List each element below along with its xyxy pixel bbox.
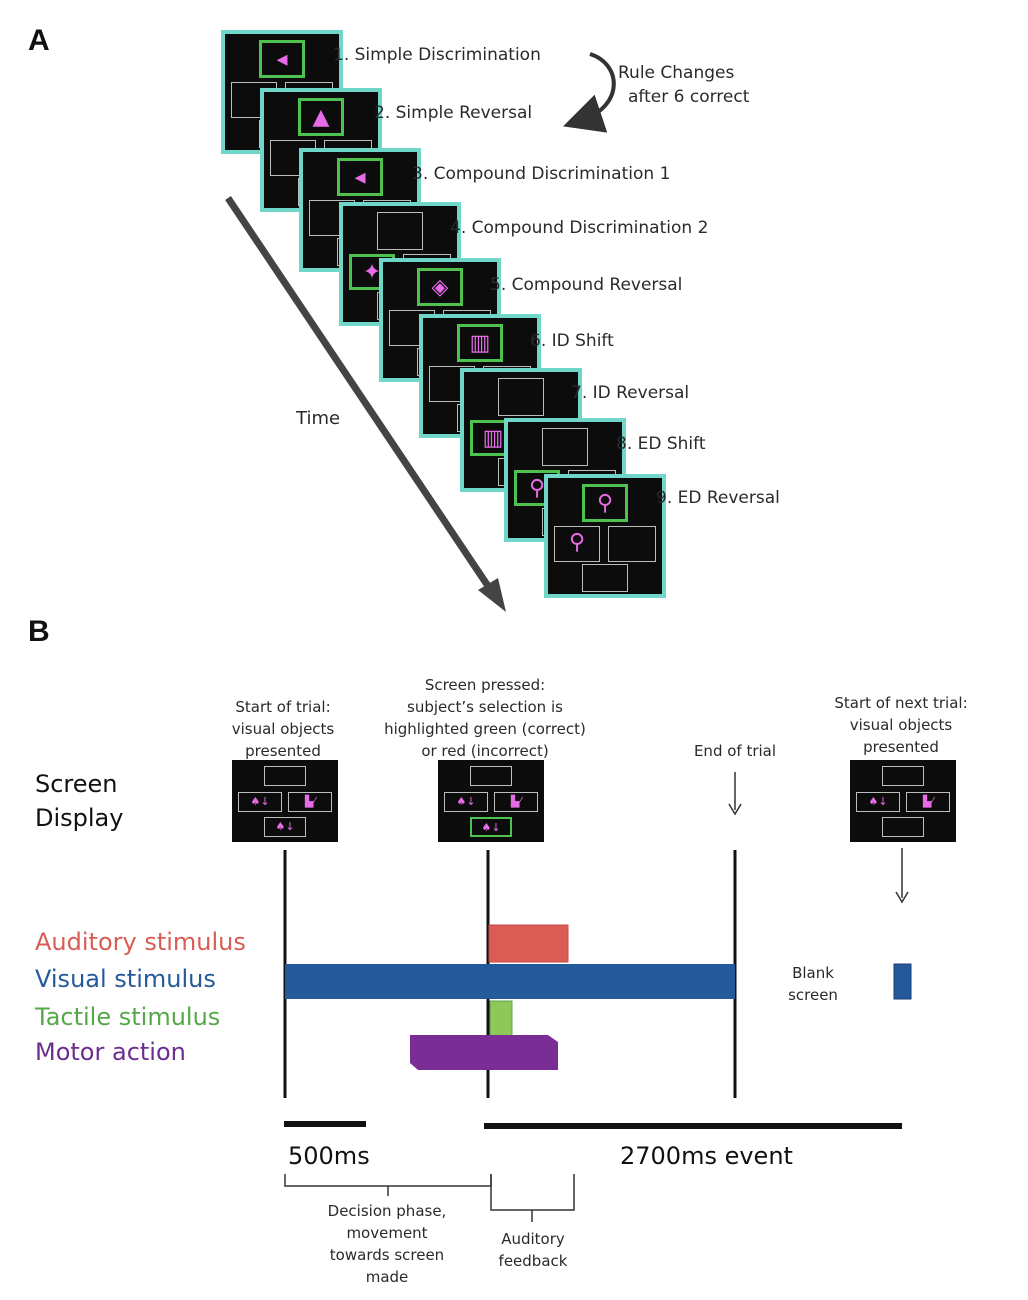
blank-screen-line2: screen [788,986,838,1004]
magenta-shape-icon: ◂ [354,165,366,190]
decision-bracket [284,1174,492,1187]
magenta-shape-icon: ⚲ [596,491,614,516]
start-trial-line1: Start of trial: [235,698,331,716]
blank-visual-bar [893,963,912,1000]
mini-cell-top [470,766,512,786]
mini-cell-bottom: ♠↓ [264,817,306,837]
curved-arrow-icon [563,52,616,133]
mini-cell-right: ▙⁄ [906,792,950,812]
screen-display-line2: Display [35,804,124,832]
rule-change-line1: Rule Changes [618,63,735,83]
auditory-label: Auditory stimulus [35,928,246,956]
time-label: Time [296,408,341,429]
mini-cell-bottom [882,817,924,837]
stage-label-2: 2. Simple Reversal [374,103,533,123]
panel-a-label: A [28,24,50,57]
scale-500-label: 500ms [288,1142,370,1170]
decision-phase-caption: Decision phase, movement towards screen … [312,1200,462,1288]
magenta-shape-icon: ⚲ [528,476,546,501]
decision-line4: made [365,1268,409,1286]
visual-label: Visual stimulus [35,965,216,993]
magenta-shape-icon: ✦ [362,260,382,285]
screen-pressed-caption: Screen pressed: subject’s selection is h… [372,674,598,762]
mini-screen-start: ♠↓ ▙⁄ ♠↓ [232,760,338,842]
feedback-line2: feedback [498,1252,568,1270]
screen-pressed-line1: Screen pressed: [424,676,546,694]
next-trial-line1: Start of next trial: [834,694,968,712]
stage-label-7: 7. ID Reversal [571,383,690,403]
stage-8-cell-top [542,428,588,466]
stage-3-cell-top: ◂ [337,158,383,196]
stage-label-8: 8. ED Shift [616,434,706,454]
screen-pressed-line2: subject’s selection is [407,698,563,716]
visual-bar [285,964,735,999]
mini-cell-top [882,766,924,786]
mini-screen-next: ♠↓ ▙⁄ [850,760,956,842]
mini-cell-right: ▙⁄ [494,792,538,812]
mini-screen-pressed: ♠↓ ▙⁄ ♠↓ [438,760,544,842]
stage-label-5: 5. Compound Reversal [490,275,683,295]
tactile-bar [489,1000,513,1038]
auditory-feedback-caption: Auditory feedback [486,1228,580,1272]
stage-1-cell-top: ◂ [259,40,305,78]
stage-9-cell-bottom [582,564,628,592]
time-arrow-icon [225,196,506,612]
panel-b-label: B [28,615,50,648]
decision-line3: towards screen [329,1246,445,1264]
magenta-shape-icon: ◈ [431,275,449,300]
rule-change-line2: after 6 correct [628,87,750,107]
magenta-shape-icon: ▲ [312,105,330,130]
start-trial-caption: Start of trial: visual objects presented [218,696,348,762]
stage-6-cell-top: ▥ [457,324,503,362]
stage-label-3: 3. Compound Discrimination 1 [412,164,671,184]
stage-label-9: 9. ED Reversal [656,488,780,508]
stage-label-4: 4. Compound Discrimination 2 [450,218,709,238]
motor-label: Motor action [35,1038,186,1066]
stage-2-cell-top: ▲ [298,98,344,136]
screen-pressed-line3: highlighted green (correct) [384,720,586,738]
decision-line1: Decision phase, [327,1202,447,1220]
tactile-label: Tactile stimulus [35,1003,221,1031]
feedback-bracket [490,1174,575,1211]
stage-9-cell-right [608,526,656,562]
stage-7-cell-top [498,378,544,416]
start-trial-line2: visual objects [231,720,335,738]
end-trial-caption: End of trial [693,742,777,760]
feedback-line1: Auditory [501,1230,565,1248]
stage-label-6: 6. ID Shift [530,331,614,351]
decision-line2: movement [346,1224,428,1242]
mini-cell-left: ♠↓ [856,792,900,812]
mini-cell-left: ♠↓ [444,792,488,812]
stage-4-cell-top [377,212,423,250]
blank-screen-caption: Blank screen [776,962,850,1006]
stage-label-1: 1. Simple Discrimination [333,45,541,65]
magenta-shape-icon: ▥ [482,426,504,451]
stage-9-cell-top: ⚲ [582,484,628,522]
scale-2700-label: 2700ms event [620,1142,793,1170]
mini-cell-left: ♠↓ [238,792,282,812]
mini-cell-top [264,766,306,786]
magenta-shape-icon: ⚲ [568,530,586,555]
magenta-shape-icon: ▥ [469,331,491,356]
auditory-bar [488,924,569,963]
stage-5-cell-top: ◈ [417,268,463,306]
stage-screen-9: ⚲⚲ [544,474,666,598]
mini-cell-selected: ♠↓ [470,817,512,837]
screen-pressed-line4: or red (incorrect) [421,742,549,760]
next-trial-line2: visual objects [849,716,953,734]
mini-cell-right: ▙⁄ [288,792,332,812]
next-trial-caption: Start of next trial: visual objects pres… [826,692,976,758]
next-trial-line3: presented [863,738,939,756]
motor-bar [410,1035,558,1070]
start-trial-line3: presented [245,742,321,760]
blank-screen-line1: Blank [792,964,834,982]
screen-display-line1: Screen [35,770,118,798]
stage-9-cell-left: ⚲ [554,526,600,562]
magenta-shape-icon: ◂ [276,47,288,72]
